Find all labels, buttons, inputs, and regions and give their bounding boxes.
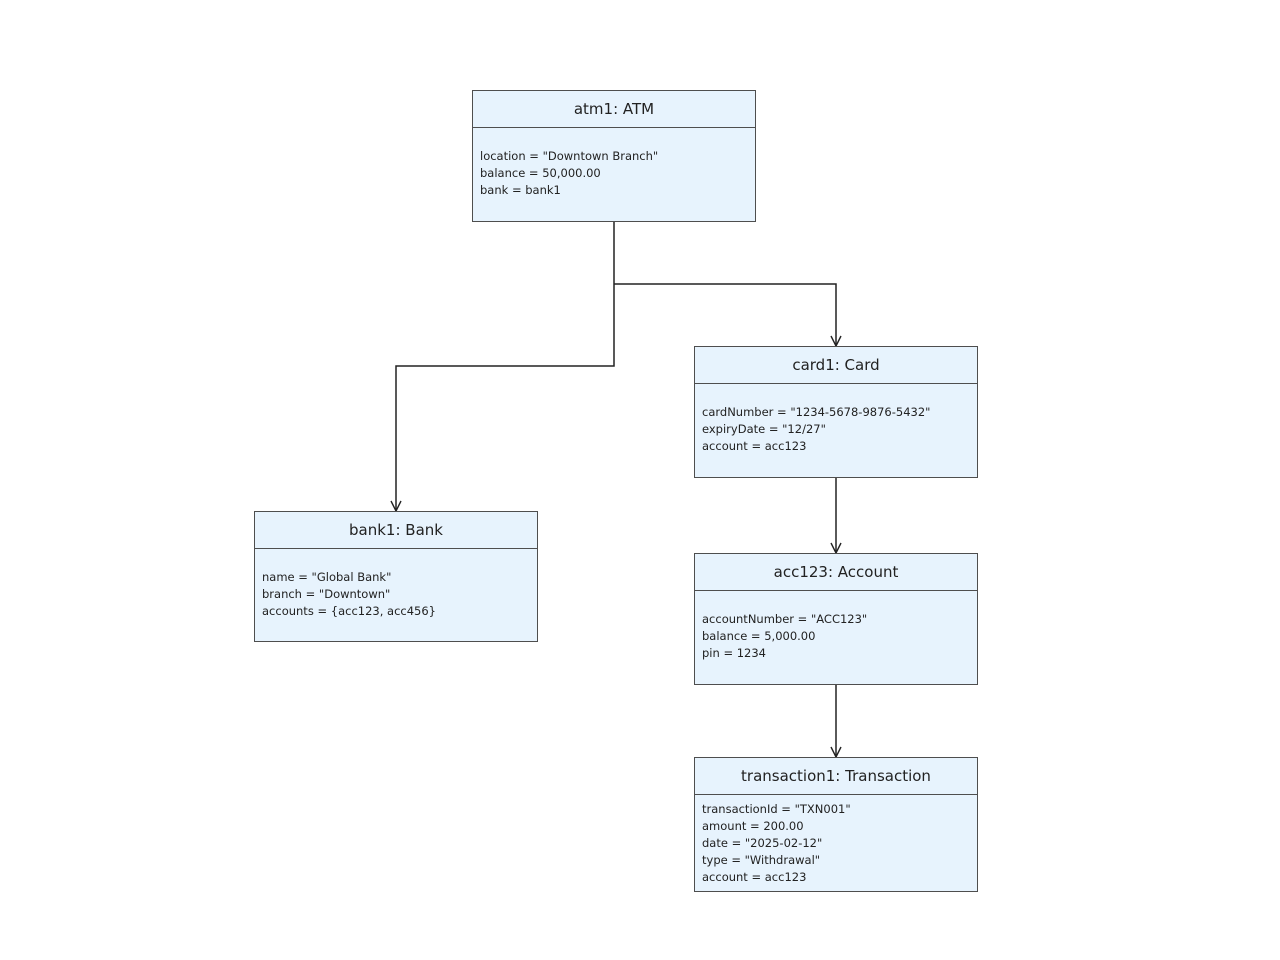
account-attribute: accountNumber = "ACC123" — [702, 612, 868, 626]
atm-object-box[interactable]: atm1: ATM location = "Downtown Branch" b… — [472, 90, 756, 222]
bank-object-box[interactable]: bank1: Bank name = "Global Bank" branch … — [254, 511, 538, 642]
atm-attribute: location = "Downtown Branch" — [480, 149, 659, 163]
transaction-attribute: transactionId = "TXN001" — [702, 802, 851, 816]
transaction-attribute-list: transactionId = "TXN001" amount = 200.00… — [695, 795, 977, 886]
atm-attribute: balance = 50,000.00 — [480, 166, 601, 180]
account-attribute: pin = 1234 — [702, 646, 766, 660]
bank-attribute-list: name = "Global Bank" branch = "Downtown"… — [255, 549, 537, 620]
transaction-attribute: date = "2025-02-12" — [702, 836, 823, 850]
bank-attribute: name = "Global Bank" — [262, 570, 392, 584]
card-attribute: account = acc123 — [702, 439, 807, 453]
atm-attribute: bank = bank1 — [480, 183, 561, 197]
bank-attribute: accounts = {acc123, acc456} — [262, 604, 436, 618]
bank-attribute: branch = "Downtown" — [262, 587, 391, 601]
card-attribute-list: cardNumber = "1234-5678-9876-5432" expir… — [695, 384, 977, 455]
transaction-object-box[interactable]: transaction1: Transaction transactionId … — [694, 757, 978, 892]
atm-object-title: atm1: ATM — [473, 91, 755, 128]
account-object-box[interactable]: acc123: Account accountNumber = "ACC123"… — [694, 553, 978, 685]
card-attribute: expiryDate = "12/27" — [702, 422, 826, 436]
card-attribute: cardNumber = "1234-5678-9876-5432" — [702, 405, 931, 419]
card-object-title: card1: Card — [695, 347, 977, 384]
bank-object-title: bank1: Bank — [255, 512, 537, 549]
transaction-attribute: type = "Withdrawal" — [702, 853, 821, 867]
link-atm-to-bank[interactable] — [396, 222, 615, 511]
transaction-object-title: transaction1: Transaction — [695, 758, 977, 795]
account-attribute: balance = 5,000.00 — [702, 629, 816, 643]
card-object-box[interactable]: card1: Card cardNumber = "1234-5678-9876… — [694, 346, 978, 478]
atm-attribute-list: location = "Downtown Branch" balance = 5… — [473, 128, 755, 199]
account-attribute-list: accountNumber = "ACC123" balance = 5,000… — [695, 591, 977, 662]
account-object-title: acc123: Account — [695, 554, 977, 591]
transaction-attribute: amount = 200.00 — [702, 819, 804, 833]
link-atm-to-card[interactable] — [614, 283, 836, 346]
transaction-attribute: account = acc123 — [702, 870, 807, 884]
